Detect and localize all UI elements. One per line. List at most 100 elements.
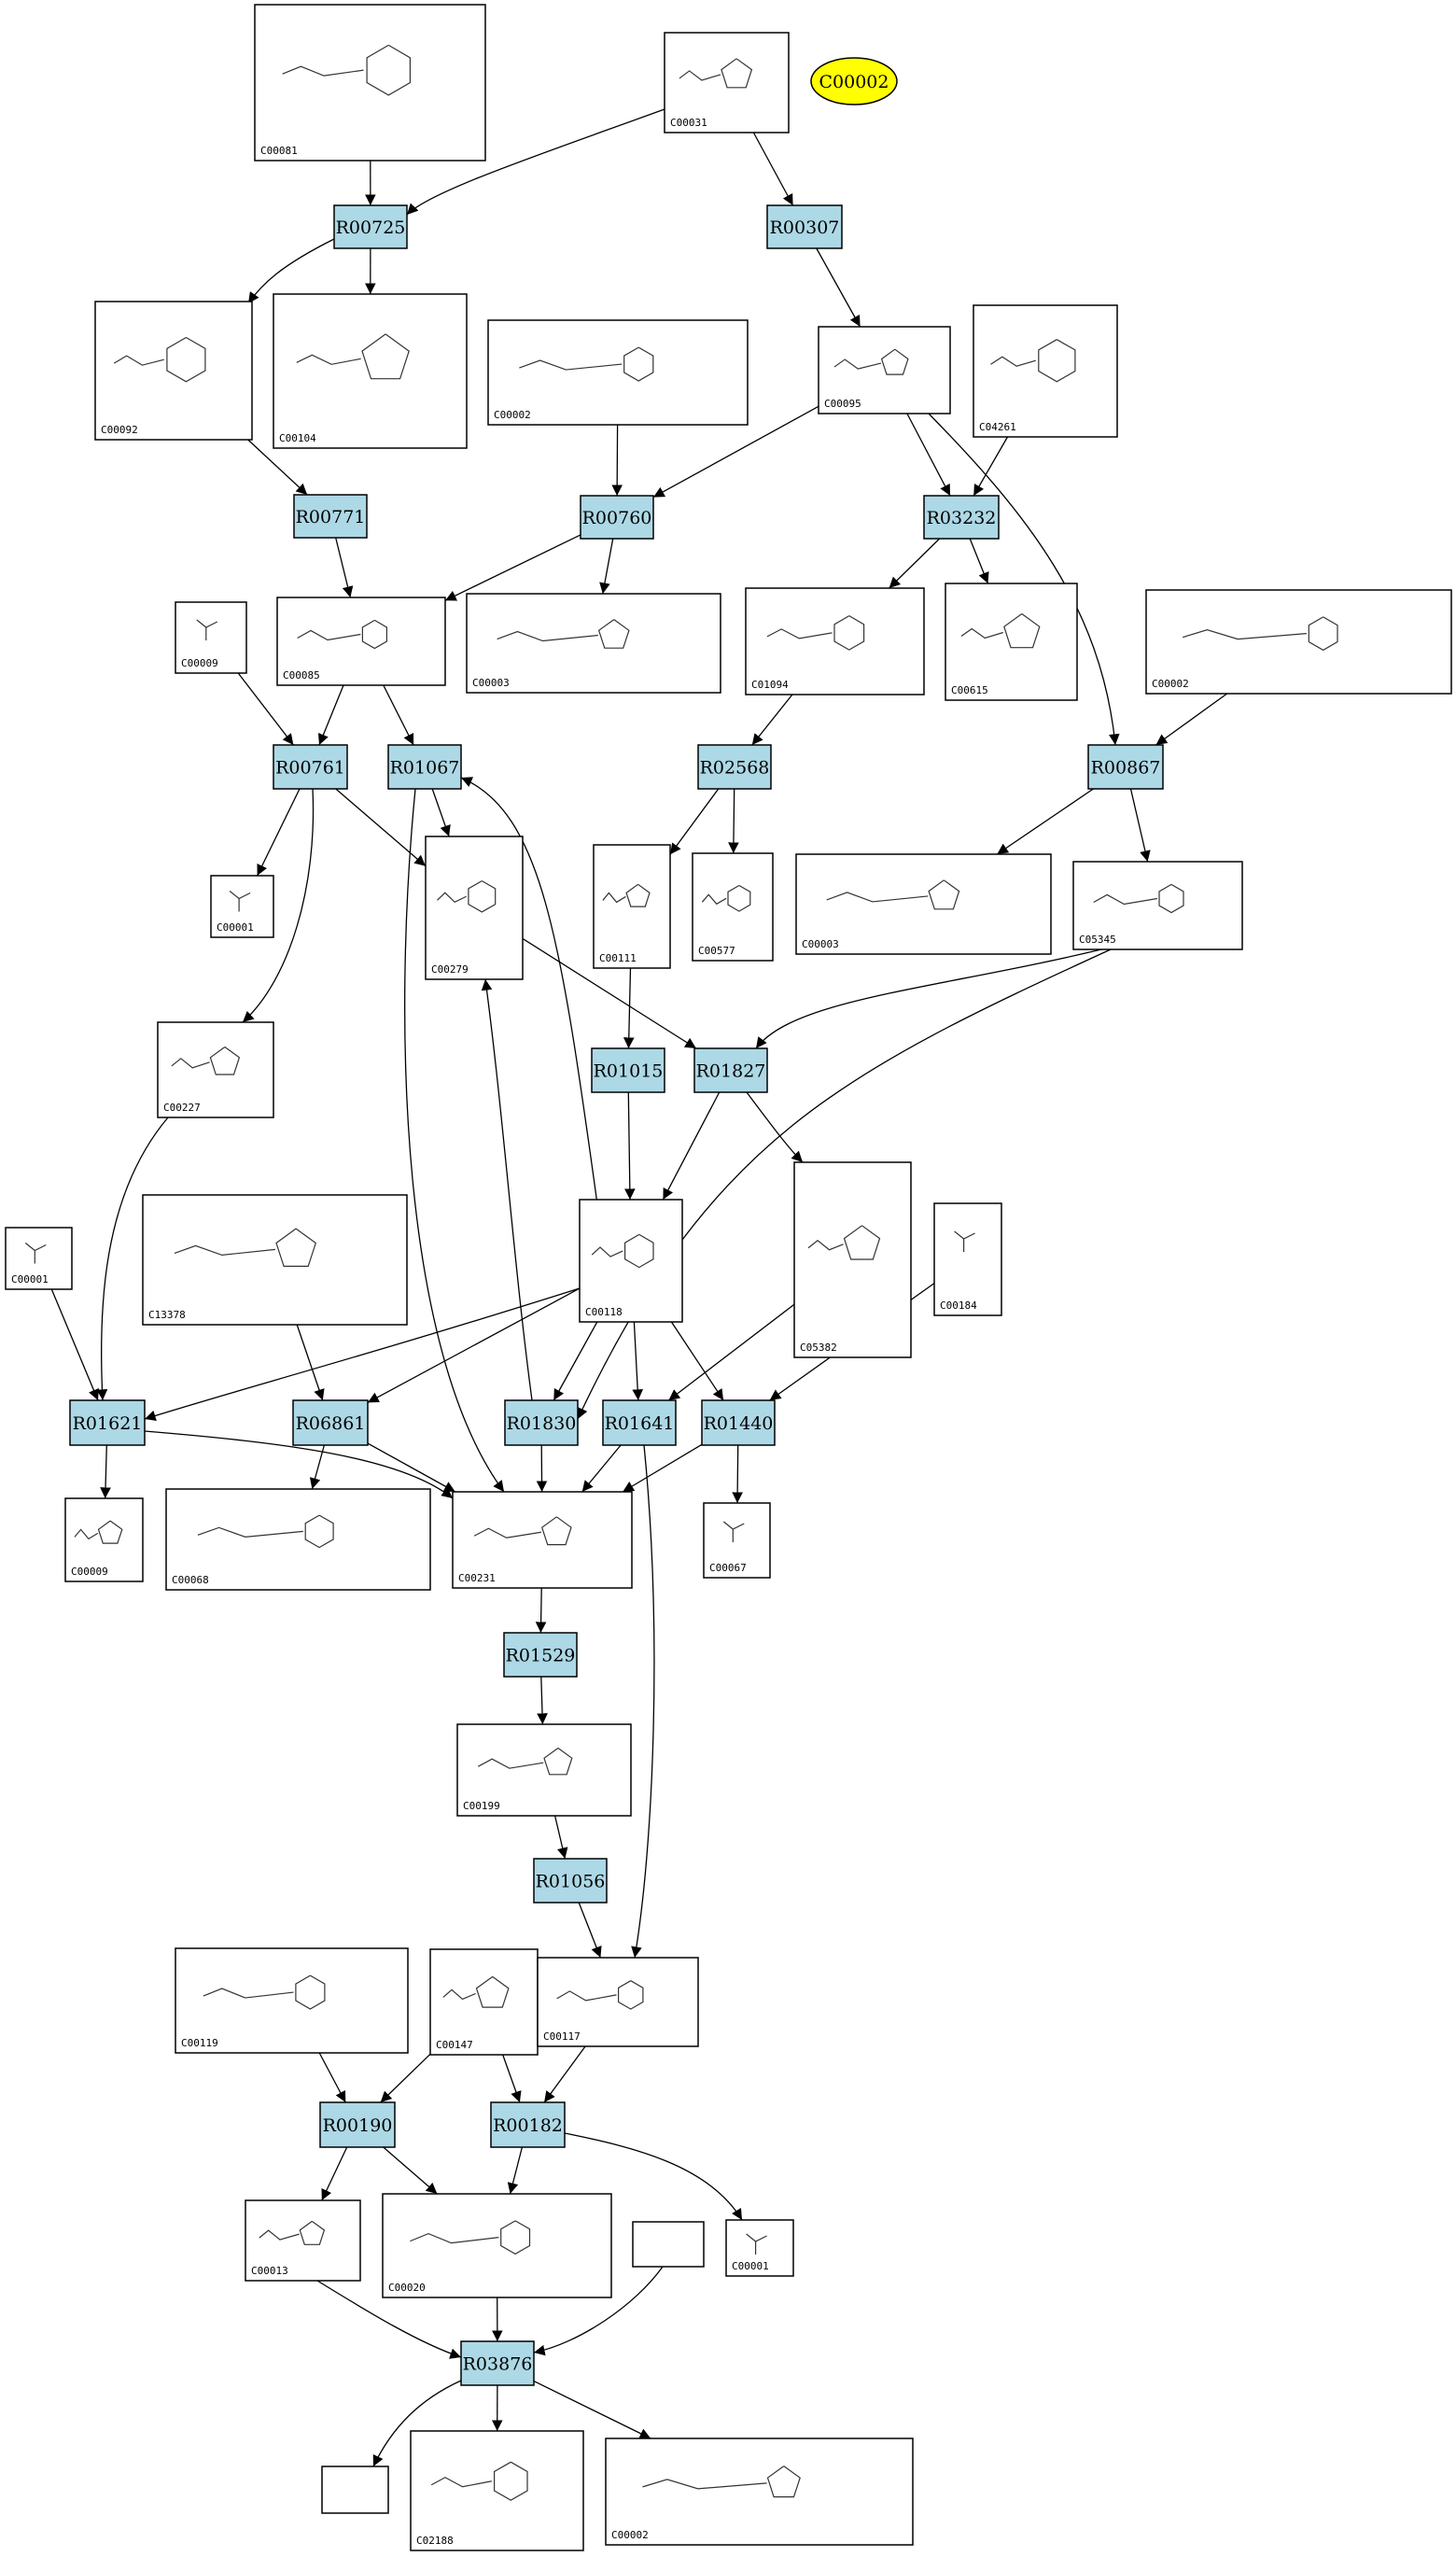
compound-label: C05382 — [800, 1342, 837, 1354]
reaction-node-r01641[interactable]: R01641 — [602, 1399, 677, 1446]
reaction-node-r00725[interactable]: R00725 — [333, 204, 408, 249]
reaction-node-r02568[interactable]: R02568 — [697, 744, 772, 790]
reaction-node-r00867[interactable]: R00867 — [1087, 744, 1164, 790]
edge-c6-r4 — [652, 405, 819, 499]
molecule-structure — [24, 1243, 47, 1264]
reaction-node-r01067[interactable]: R01067 — [387, 744, 462, 790]
compound-node-c00095[interactable]: C00095 — [818, 326, 951, 414]
reaction-label: R01641 — [605, 1413, 675, 1434]
reaction-node-r01015[interactable]: R01015 — [591, 1047, 665, 1093]
compound-node-c00031[interactable]: C00031 — [664, 32, 790, 133]
compound-node-c00001[interactable]: C00001 — [725, 2219, 794, 2277]
reaction-node-r00190[interactable]: R00190 — [319, 2101, 396, 2148]
compound-node-c00003[interactable]: C00003 — [466, 593, 721, 694]
reaction-node-r01056[interactable]: R01056 — [533, 1858, 608, 1904]
compound-label: C00227 — [163, 1102, 201, 1114]
reaction-node-r03876[interactable]: R03876 — [460, 2340, 535, 2386]
edge-r10-c23 — [623, 1091, 636, 1201]
compound-node-c00009[interactable]: C00009 — [64, 1497, 144, 1582]
reaction-node-r00307[interactable]: R00307 — [766, 204, 843, 249]
compound-node-empty[interactable] — [632, 2221, 705, 2268]
compound-node-c02188[interactable]: C02188 — [410, 2430, 584, 2551]
compound-node-c13378[interactable]: C13378 — [142, 1194, 408, 1326]
compound-label: C00577 — [698, 945, 735, 957]
compound-node-c05382[interactable]: C05382 — [793, 1161, 912, 1358]
compound-node-c00119[interactable]: C00119 — [175, 1947, 409, 2054]
compound-box — [64, 1497, 144, 1582]
edge-c16-r10 — [623, 967, 635, 1049]
reaction-node-r01440[interactable]: R01440 — [701, 1399, 776, 1446]
compound-box — [487, 319, 749, 426]
reaction-label: R01056 — [536, 1872, 606, 1892]
compound-label: C00111 — [599, 952, 637, 964]
reaction-label: R01529 — [506, 1646, 576, 1666]
compound-label: C00009 — [71, 1566, 108, 1578]
compound-node-c00002[interactable]: C00002 — [487, 319, 749, 426]
compound-node-c00081[interactable]: C00081 — [254, 4, 486, 162]
compound-label: C00085 — [283, 669, 320, 681]
reaction-node-r01830[interactable]: R01830 — [504, 1399, 579, 1446]
edge-r6-c15 — [335, 788, 427, 867]
compound-node-c00199[interactable]: C00199 — [456, 1723, 632, 1817]
compound-node-c00085[interactable]: C00085 — [276, 597, 446, 686]
molecule-structure — [1183, 616, 1338, 652]
molecule-structure — [591, 1233, 654, 1269]
compound-node-c00013[interactable]: C00013 — [245, 2199, 361, 2282]
compound-node-c00001[interactable]: C00001 — [5, 1227, 73, 1290]
compound-node-c00003[interactable]: C00003 — [795, 853, 1052, 955]
compound-node-c04261[interactable]: C04261 — [973, 304, 1118, 438]
compound-node-empty[interactable] — [321, 2466, 389, 2514]
compound-node-c00067[interactable]: C00067 — [703, 1502, 771, 1579]
compound-node-c00615[interactable]: C00615 — [945, 583, 1078, 701]
compound-node-c01094[interactable]: C01094 — [745, 587, 925, 695]
compound-node-c00118[interactable]: C00118 — [579, 1199, 683, 1323]
reaction-node-r06861[interactable]: R06861 — [292, 1399, 369, 1446]
edge-c15-r11 — [522, 937, 697, 1049]
reaction-box — [333, 204, 408, 249]
compound-node-c00227[interactable]: C00227 — [157, 1021, 274, 1118]
compound-node-c00104[interactable]: C00104 — [273, 293, 468, 449]
compound-node-c00279[interactable]: C00279 — [425, 836, 524, 980]
compound-label: C00279 — [431, 963, 469, 976]
molecule-structure — [430, 2461, 528, 2501]
compound-box — [1072, 861, 1243, 950]
compound-label: C00147 — [436, 2039, 473, 2051]
compound-node-c00231[interactable]: C00231 — [452, 1491, 633, 1589]
reaction-label: R00867 — [1091, 758, 1161, 779]
molecule-structure — [833, 348, 909, 375]
reaction-box — [766, 204, 843, 249]
compound-node-c00184[interactable]: C00184 — [933, 1202, 1002, 1316]
compound-node-c00577[interactable]: C00577 — [692, 852, 774, 962]
compound-node-c00009[interactable]: C00009 — [175, 601, 247, 674]
compound-node-c05345[interactable]: C05345 — [1072, 861, 1243, 950]
highlight-node[interactable]: C00002 — [810, 57, 898, 105]
compound-node-c00117[interactable]: C00117 — [537, 1957, 699, 2047]
reaction-node-r00761[interactable]: R00761 — [273, 744, 348, 790]
molecule-structure — [746, 2233, 767, 2255]
compound-node-c00001[interactable]: C00001 — [210, 875, 274, 938]
edge-c30-r18 — [553, 1815, 568, 1860]
molecule-structure — [196, 619, 218, 640]
compound-node-c00147[interactable]: C00147 — [429, 1948, 539, 2056]
compound-node-c00020[interactable]: C00020 — [382, 2193, 612, 2298]
compound-node-c00111[interactable]: C00111 — [593, 844, 671, 969]
reaction-node-r00760[interactable]: R00760 — [580, 495, 654, 540]
reaction-node-r00182[interactable]: R00182 — [490, 2101, 566, 2148]
compound-label: C00184 — [940, 1300, 977, 1312]
reaction-box — [69, 1399, 146, 1446]
compound-node-c00002[interactable]: C00002 — [1145, 589, 1452, 695]
edge-c23-r7 — [460, 777, 598, 1205]
reaction-label: R01067 — [390, 758, 460, 779]
compound-node-c00002[interactable]: C00002 — [605, 2438, 914, 2546]
reaction-node-r01827[interactable]: R01827 — [693, 1047, 768, 1093]
reaction-node-r01621[interactable]: R01621 — [69, 1399, 146, 1446]
edge-r6-c14 — [257, 788, 301, 877]
edge-c36-r21 — [533, 2266, 664, 2356]
compound-box — [605, 2438, 914, 2546]
compound-node-c00092[interactable]: C00092 — [94, 301, 253, 441]
compound-node-c00068[interactable]: C00068 — [165, 1488, 431, 1591]
reaction-node-r03232[interactable]: R03232 — [923, 495, 1000, 540]
reaction-node-r00771[interactable]: R00771 — [293, 494, 368, 539]
reaction-node-r01529[interactable]: R01529 — [503, 1632, 578, 1678]
